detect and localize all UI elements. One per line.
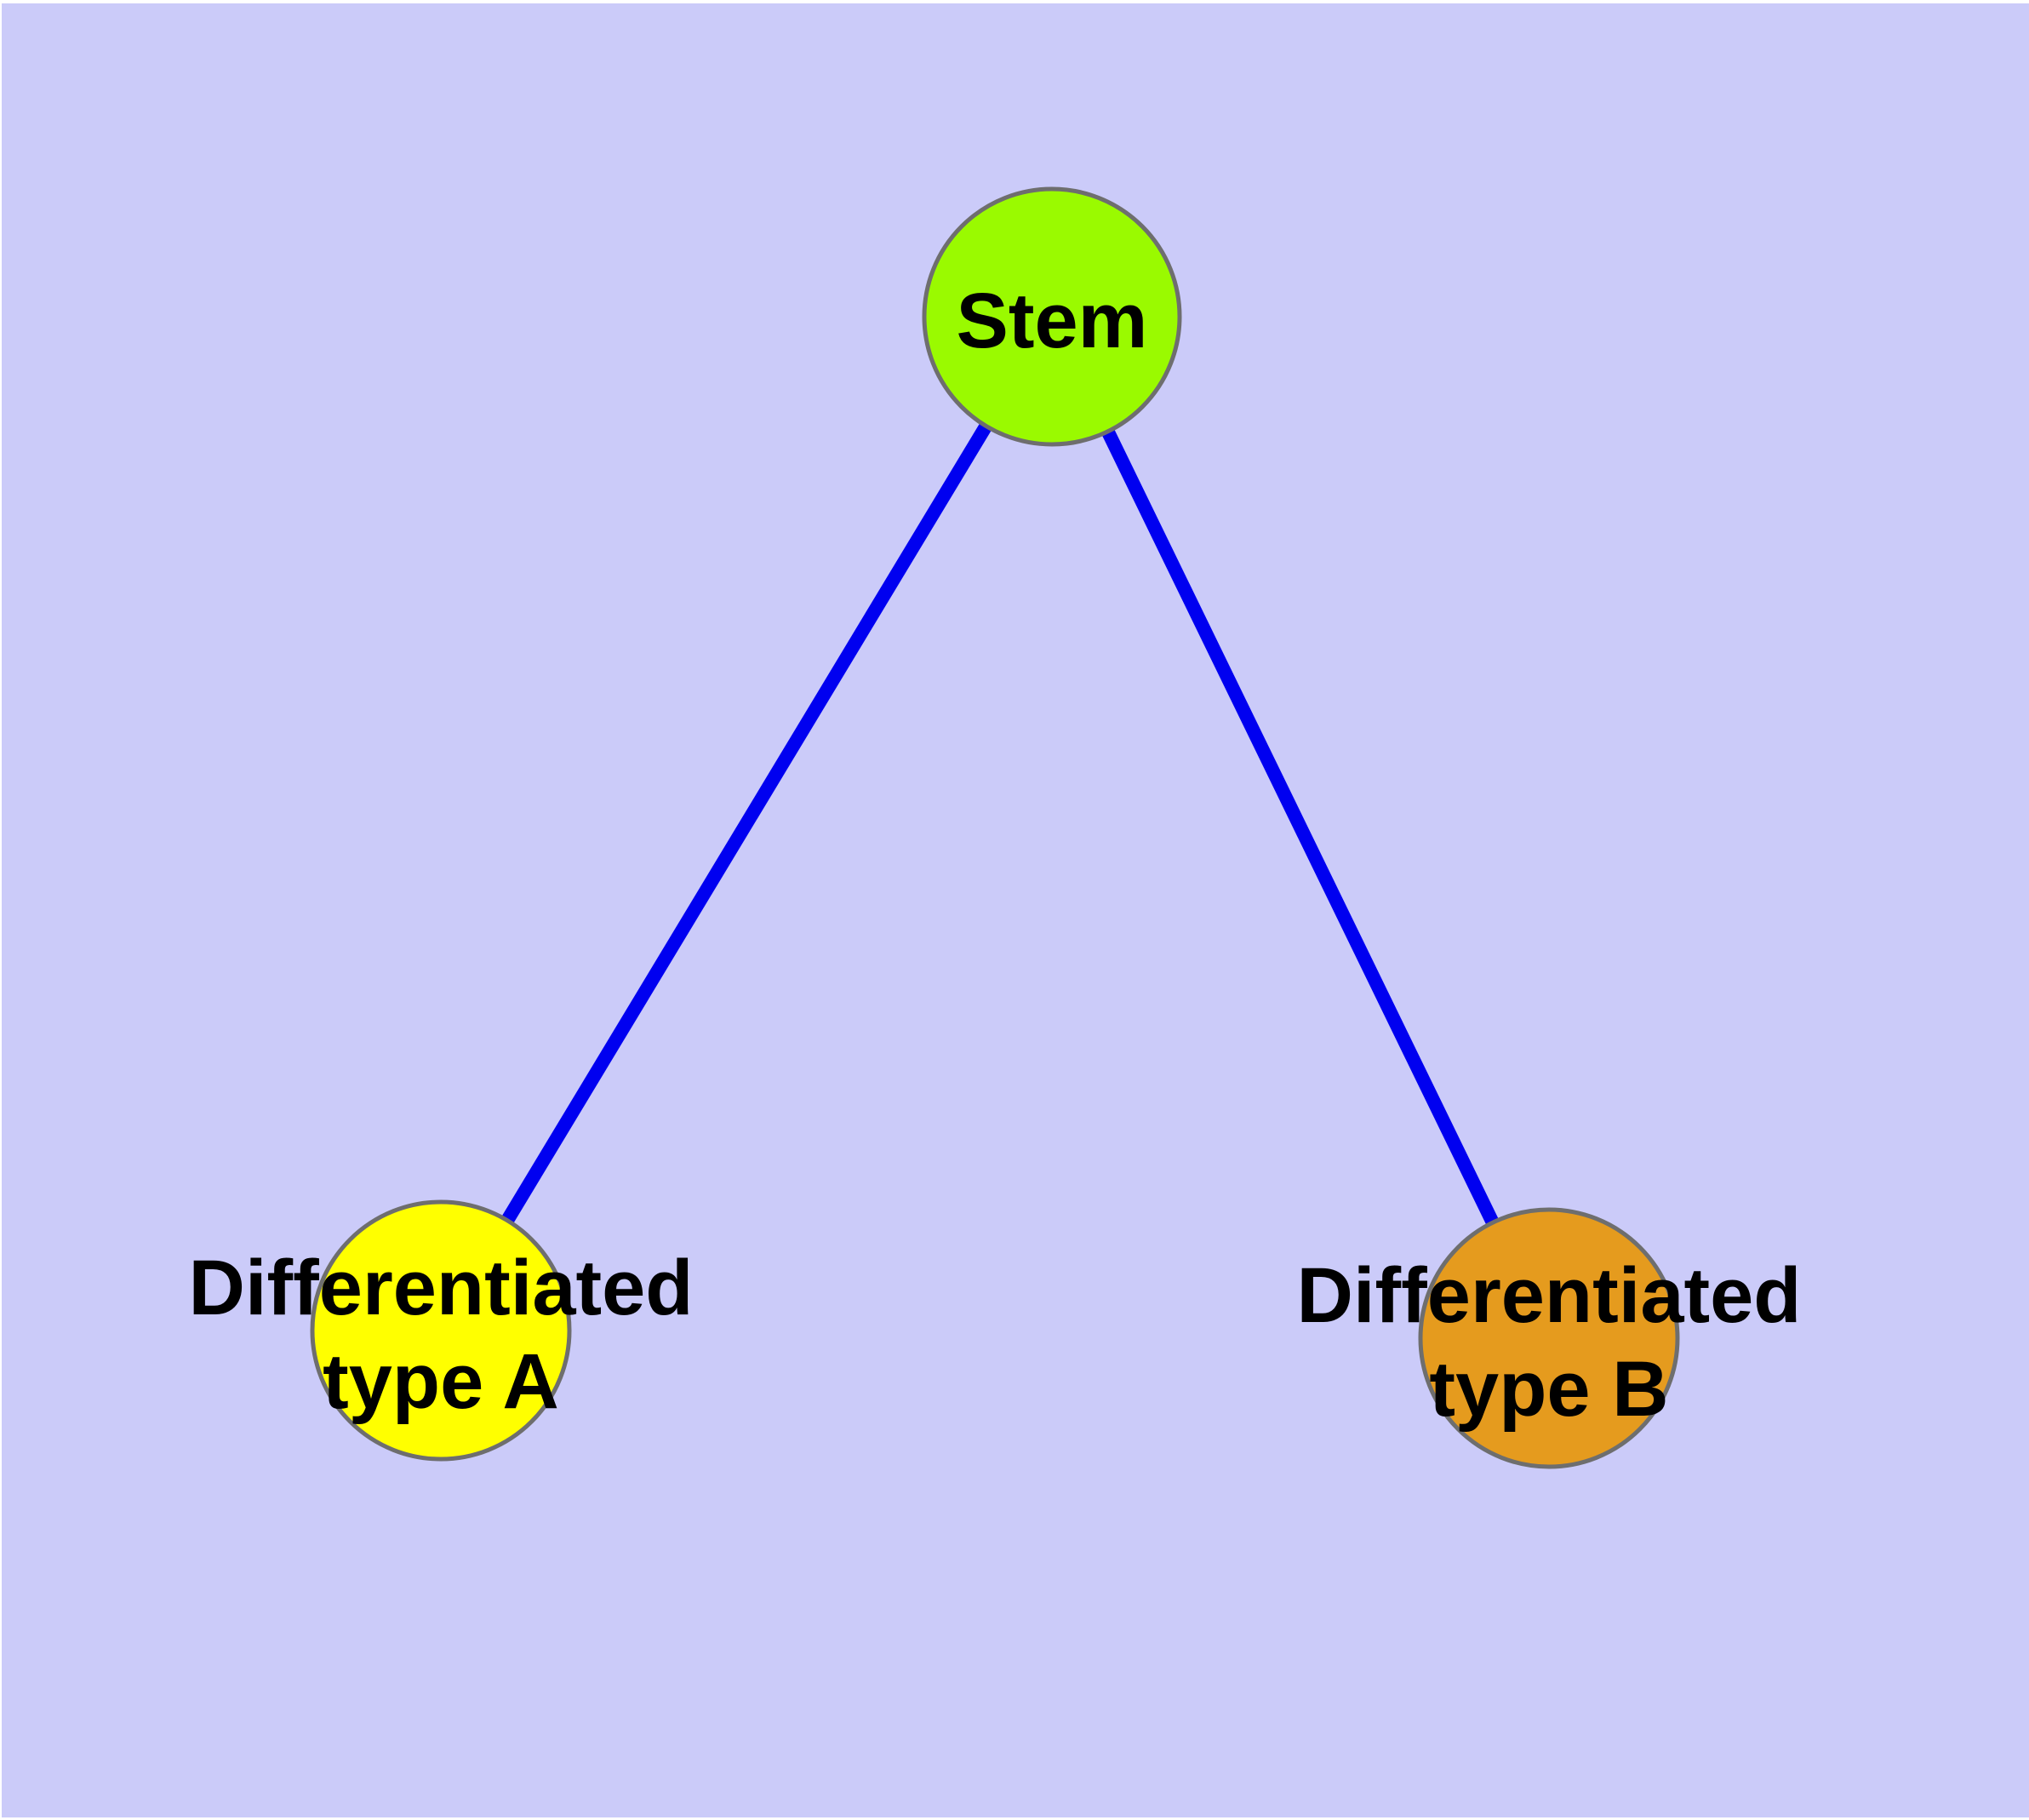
edge-stem-diff-b xyxy=(1045,313,1556,1342)
node-diff-b-label-line-1: Differentiated xyxy=(1297,1252,1802,1339)
edge-stem-diff-a xyxy=(435,312,1058,1335)
node-stem-circle xyxy=(922,186,1182,447)
node-stem-label: Stem xyxy=(957,278,1148,364)
node-stem-label-line-1: Stem xyxy=(957,278,1148,364)
node-diff-a-circle xyxy=(310,1199,572,1462)
node-diff-a-label-line-2: type A xyxy=(323,1338,559,1425)
node-diff-b-label-line-2: type B xyxy=(1429,1346,1668,1433)
node-diff-b-circle xyxy=(1418,1207,1680,1469)
node-diff-a-label-line-1: Differentiated xyxy=(189,1245,694,1331)
